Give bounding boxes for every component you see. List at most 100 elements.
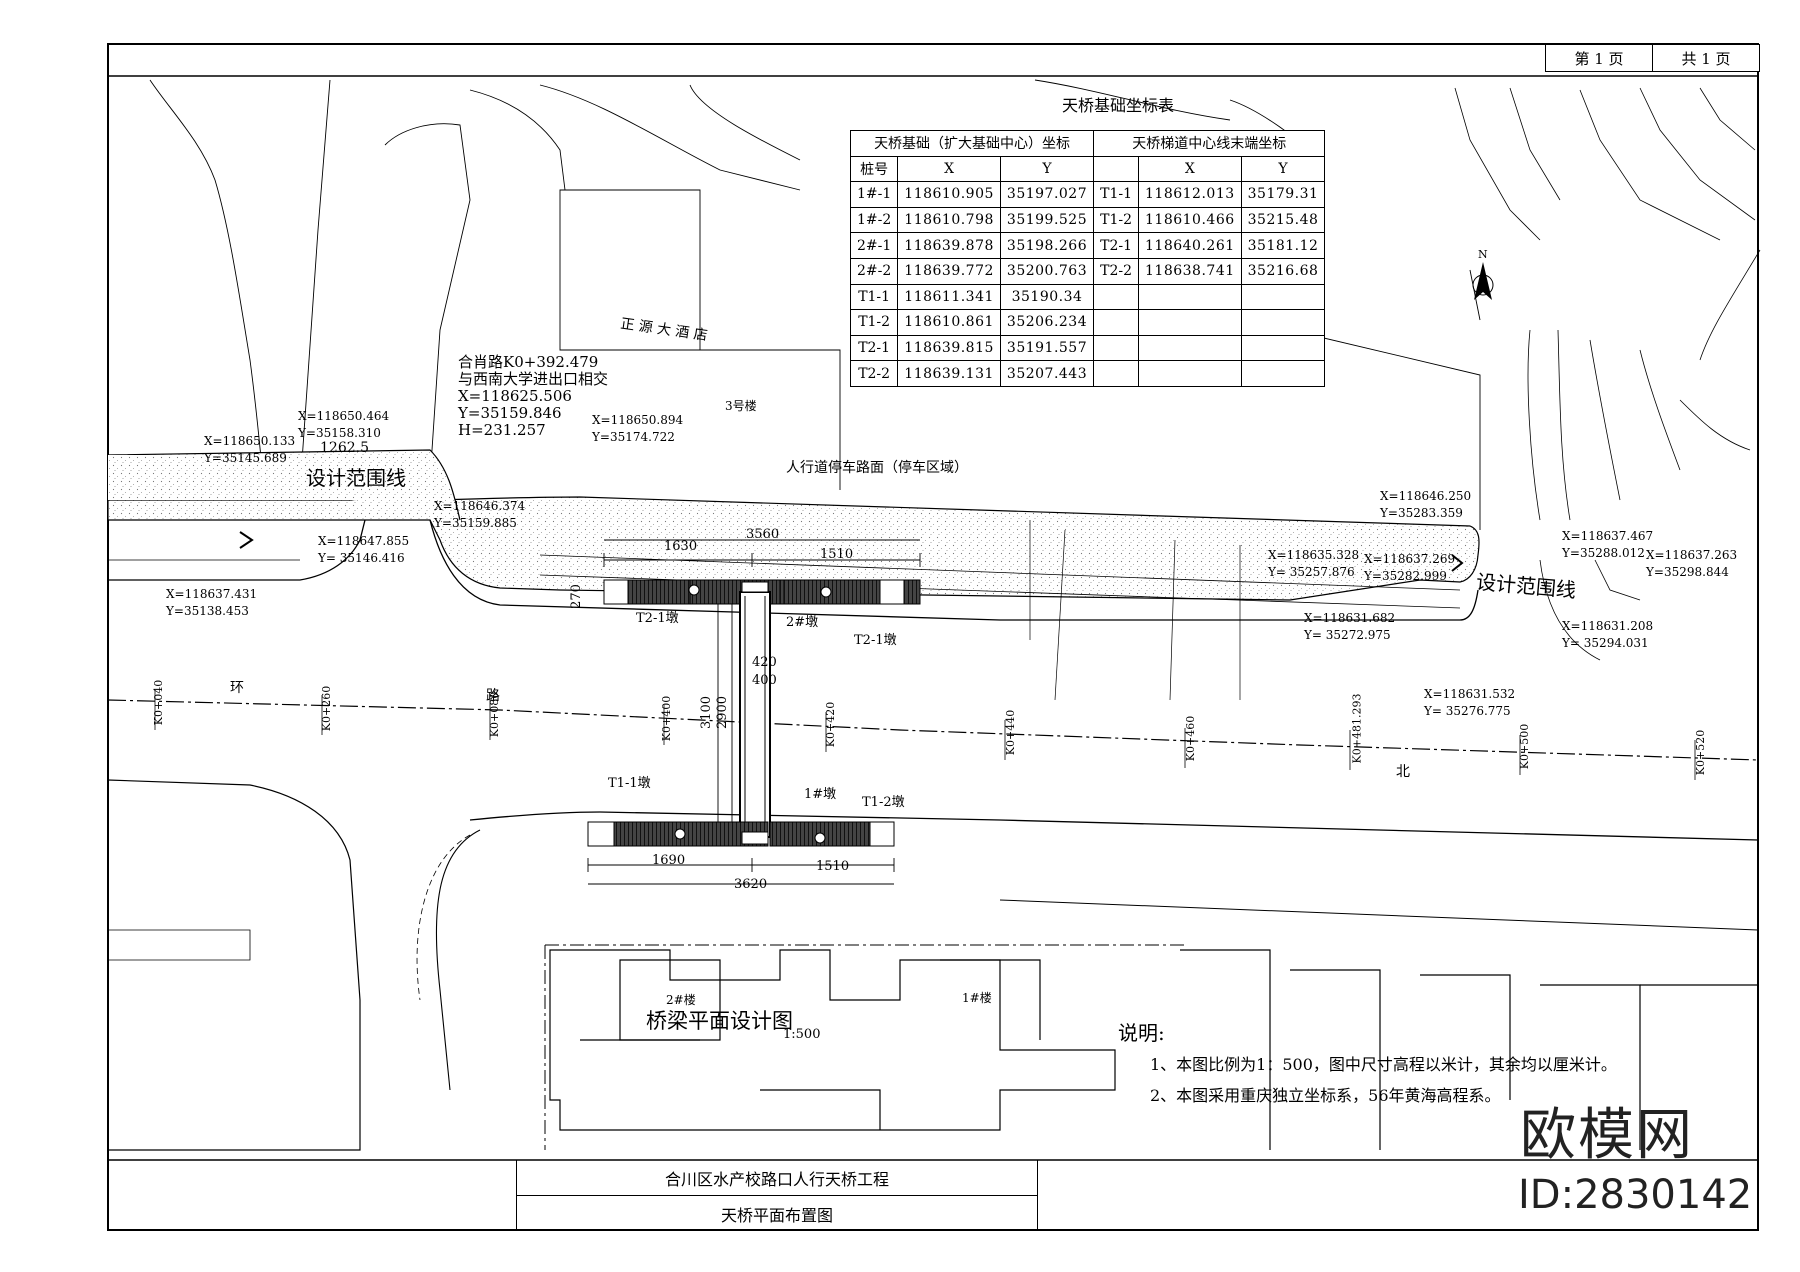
empty-cell [1240, 334, 1326, 362]
coord-x: X=118646.250 [1380, 489, 1472, 503]
empty-cell [1138, 309, 1242, 336]
north-curb-line [108, 519, 1479, 621]
empty-cell [1240, 283, 1326, 311]
direction-arrow-icon [239, 531, 254, 549]
note-item: 1、本图比例为1：500，图中尺寸高程以米计，其余均以厘米计。 [1150, 1055, 1617, 1074]
table-row: T1-1 118611.341 35190.34 [849, 283, 1326, 311]
road-centerline [107, 699, 1759, 761]
sheet-name: 天桥平面布置图 [720, 1205, 833, 1225]
dim-label: 3560 [746, 527, 780, 542]
stair-t11-label: T1-1墩 [608, 776, 651, 791]
road-name: 环 [230, 680, 244, 696]
coord-x: X=118635.328 [1268, 548, 1360, 562]
col-pile [1093, 155, 1140, 183]
coord-y: Y=35145.689 [204, 451, 287, 465]
foundation-group-header: 天桥基础（扩大基础中心）坐标 [849, 130, 1095, 157]
table-row: 2#-2 118639.772 35200.763 T2-2 118638.74… [849, 257, 1326, 285]
junction-note: 合肖路K0+392.479 与西南大学进出口相交 X=118625.506 Y=… [458, 354, 608, 439]
drawing-scale: 1:500 [783, 1027, 821, 1042]
range-line-label: 设计范围线 [306, 466, 406, 490]
svg-text:N: N [1478, 248, 1488, 261]
stair-t21-label: T2-1墩 [636, 611, 679, 626]
col-x: X [1138, 155, 1242, 183]
south-buildings [549, 949, 1758, 1150]
building1-label: 1#楼 [962, 991, 992, 1005]
empty-cell [1093, 309, 1140, 336]
cell-x: 118640.261 [1138, 232, 1242, 259]
empty-cell [1138, 360, 1242, 387]
coord-table-title: 天桥基础坐标表 [1062, 96, 1175, 115]
table-row: T2-1 118639.815 35191.557 [849, 334, 1326, 362]
table-row: T2-2 118639.131 35207.443 [849, 360, 1326, 387]
coord-x: X=118637.263 [1646, 548, 1738, 562]
coord-x: X=118650.464 [298, 409, 390, 423]
cell-y: 35179.31 [1240, 181, 1326, 208]
coord-y: Y= 35294.031 [1562, 636, 1649, 650]
cell-id: T1-2 [849, 309, 899, 336]
cell-y: 35206.234 [999, 309, 1095, 336]
cell-y: 35191.557 [999, 334, 1095, 362]
dim-label: 2900 [715, 695, 731, 730]
station-label: K0+500 [1518, 723, 1532, 770]
cell-y: 35207.443 [999, 360, 1095, 387]
coord-x: X=118637.431 [166, 587, 258, 601]
dim-label: 1510 [816, 859, 850, 874]
cell-y: 35199.525 [999, 206, 1095, 234]
coord-x: X=118631.532 [1424, 687, 1516, 701]
coord-x: X=118650.894 [592, 413, 684, 427]
dim-label: 3620 [734, 877, 768, 892]
cell-id: 1#-1 [849, 181, 899, 208]
empty-cell [1240, 360, 1326, 387]
cell-y: 35181.12 [1240, 232, 1326, 259]
col-y: Y [999, 155, 1095, 183]
cell-id: T2-2 [849, 360, 899, 387]
dim-label: 1262.5 [320, 440, 369, 456]
survey-lines [1029, 520, 1241, 701]
col-pile: 桩号 [849, 155, 899, 183]
coord-y: Y=35282.999 [1364, 569, 1447, 583]
coord-y: Y=35158.310 [298, 426, 381, 440]
cell-x: 118610.861 [897, 309, 1001, 336]
stair-t12-label: T1-2墩 [862, 795, 905, 810]
junction-line: X=118625.506 [458, 387, 572, 405]
south-road-edge [469, 811, 1759, 841]
junction-line: 合肖路K0+392.479 [458, 353, 599, 371]
cell-x: 118639.131 [897, 360, 1001, 387]
coord-x: X=118631.682 [1304, 611, 1396, 625]
parking-area-label: 人行道停车路面（停车区域） [786, 460, 968, 476]
cell-y: 35197.027 [999, 181, 1095, 208]
coord-y: Y= 35272.975 [1304, 628, 1391, 642]
sw-building [107, 779, 361, 1151]
north-sidewalk-band [107, 496, 1480, 601]
coordinates-table: 天桥基础（扩大基础中心）坐标 天桥梯道中心线末端坐标 桩号 X Y X Y 1#… [849, 130, 1326, 387]
table-row: T1-2 118610.861 35206.234 [849, 309, 1326, 336]
cell-id: T2-1 [849, 334, 899, 362]
terrain-fan-right [1454, 87, 1761, 661]
building2-label: 2#楼 [666, 993, 696, 1007]
coord-y: Y=35288.012 [1562, 546, 1645, 560]
note-item: 2、本图采用重庆独立坐标系，56年黄海高程系。 [1150, 1086, 1501, 1105]
dim-label: 400 [752, 673, 777, 688]
junction-line: 与西南大学进出口相交 [458, 370, 609, 388]
pedestrian-bridge [587, 579, 921, 847]
road-name: 北 [1396, 764, 1410, 780]
coord-x: X=118647.855 [318, 534, 410, 548]
empty-cell [1138, 283, 1242, 311]
dim-label: 270 [568, 584, 584, 609]
col-y: Y [1240, 155, 1326, 183]
cell-x: 118639.772 [897, 257, 1001, 285]
pier1-label: 1#墩 [804, 787, 837, 802]
watermark-logo: 欧模网 [1520, 1103, 1694, 1168]
coord-y: Y=35174.722 [592, 430, 675, 444]
watermark-id: ID:2830142 [1518, 1172, 1753, 1218]
cell-id: T1-2 [1093, 206, 1140, 234]
dimension-lines [587, 539, 921, 885]
cell-y: 35200.763 [999, 257, 1095, 285]
coord-y: Y=35298.844 [1646, 565, 1729, 579]
cell-x: 118610.466 [1138, 206, 1242, 234]
